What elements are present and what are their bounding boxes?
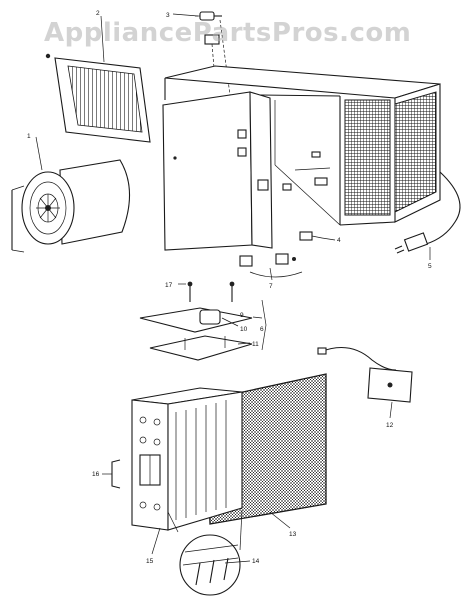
detail-view-part xyxy=(167,509,243,596)
electronic-cell-part xyxy=(131,387,243,531)
callout-6: 6 xyxy=(260,326,264,333)
ionizer-bracket-parts xyxy=(139,281,267,361)
fitting-parts xyxy=(239,231,323,278)
callout-5: 5 xyxy=(428,263,432,270)
callout-13: 13 xyxy=(289,531,297,538)
callout-11: 11 xyxy=(252,341,259,348)
leader-lines xyxy=(35,13,431,564)
callout-15: 15 xyxy=(146,558,154,565)
callout-17: 17 xyxy=(165,282,173,289)
callout-3: 3 xyxy=(166,12,170,19)
callout-9: 9 xyxy=(240,312,244,319)
callout-16: 16 xyxy=(92,471,100,478)
cabinet-housing-part xyxy=(164,65,441,226)
callout-12: 12 xyxy=(386,422,394,429)
mounting-bolt-part xyxy=(195,11,231,96)
callout-1: 1 xyxy=(27,133,31,140)
callout-2: 2 xyxy=(96,10,100,17)
callout-14: 14 xyxy=(252,558,260,565)
front-grille-part xyxy=(45,53,151,143)
callout-10: 10 xyxy=(240,326,248,333)
callout-4: 4 xyxy=(337,237,341,244)
blower-assembly-part xyxy=(11,159,131,253)
handle-part xyxy=(111,459,121,489)
power-cord-part xyxy=(394,171,461,254)
side-panel-part xyxy=(162,91,273,251)
callout-labels: 1 2 3 4 5 6 7 9 10 11 12 13 14 15 16 17 xyxy=(27,10,432,565)
switch-part xyxy=(317,346,413,403)
watermark-logo: AppliancePartsPros.com xyxy=(44,18,412,48)
callout-7: 7 xyxy=(269,283,273,290)
